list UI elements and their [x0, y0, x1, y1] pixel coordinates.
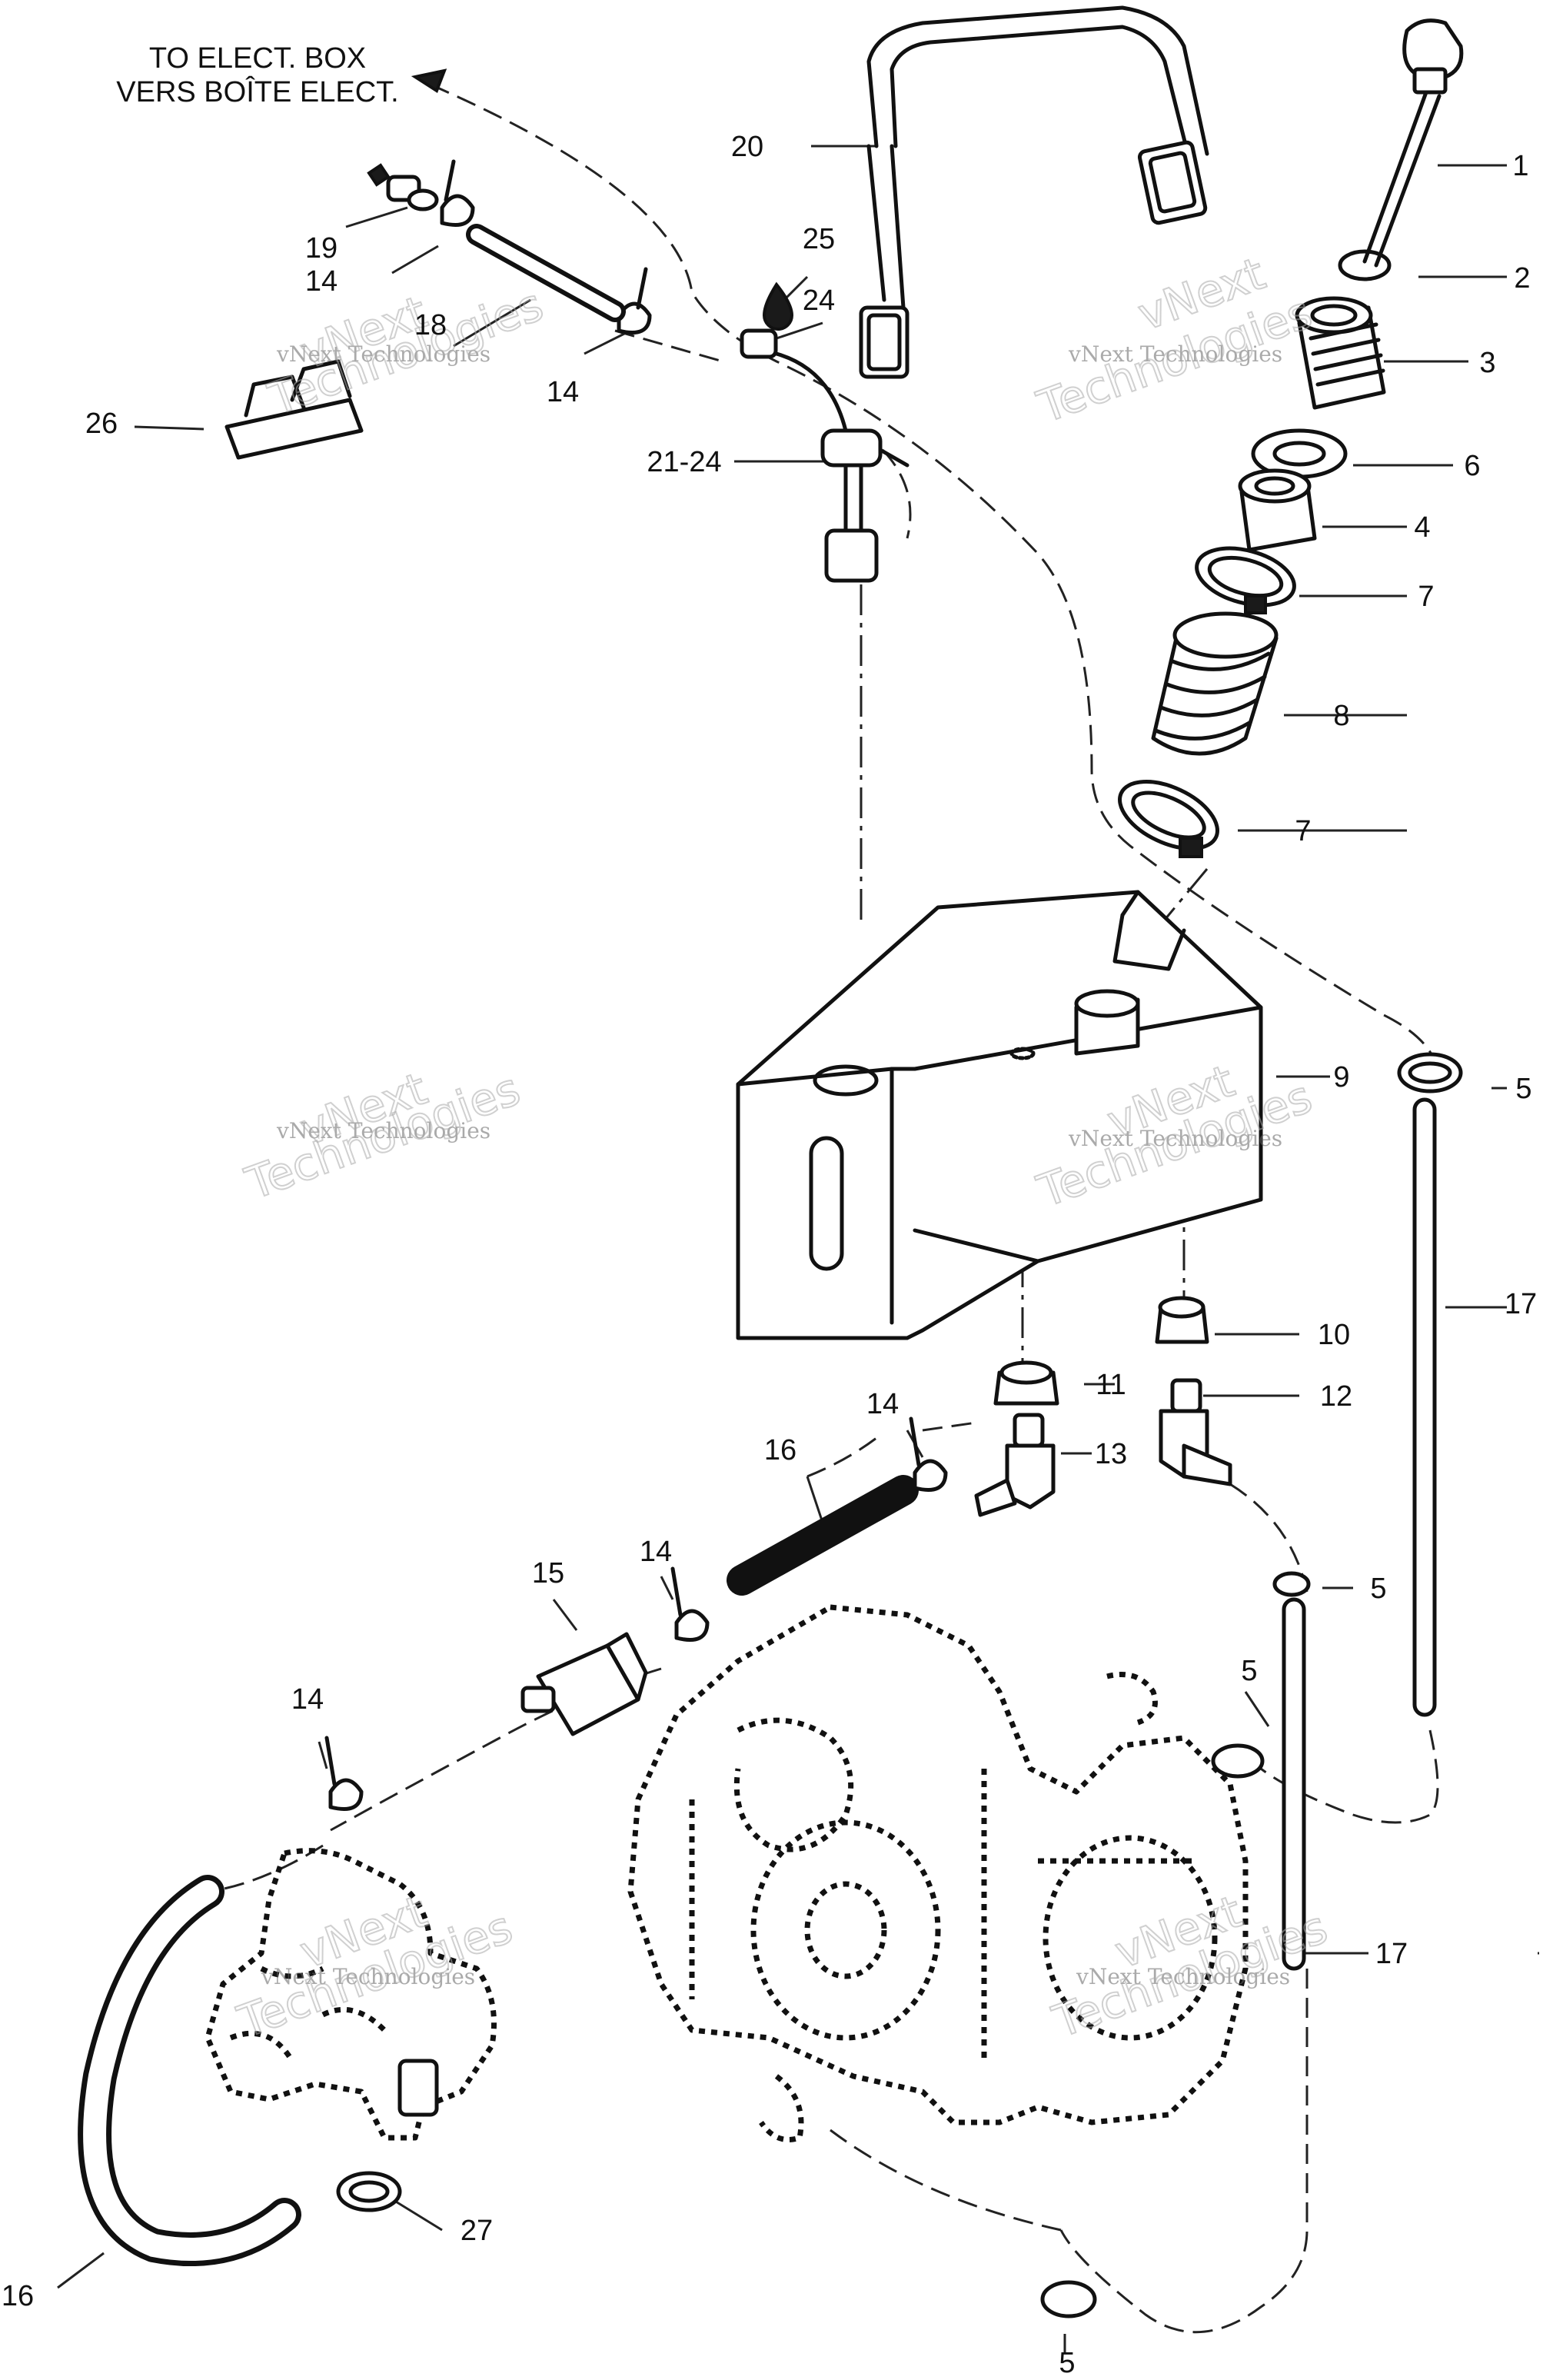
hose-clamp-27 — [336, 2171, 402, 2212]
callout-numbers: 1 2 3 4 5 5 5 5 6 7 7 8 9 10 11 12 13 14… — [2, 131, 1537, 2379]
inline-filter — [520, 1632, 648, 1736]
callout-26: 26 — [85, 408, 118, 440]
callout-11: 11 — [1096, 1369, 1126, 1401]
callout-17-b: 17 — [1375, 1938, 1408, 1970]
grommet-10 — [1155, 1296, 1209, 1344]
grommet-11 — [993, 1360, 1059, 1406]
callout-16-b: 16 — [2, 2280, 34, 2312]
nut — [1238, 468, 1317, 552]
oil-hose-lower — [78, 1875, 301, 2266]
oil-drop-icon — [762, 281, 794, 331]
callout-leaders — [57, 145, 1539, 2353]
watermark-name: vNext Technologies — [1076, 1964, 1290, 1989]
oil-level-sensor — [740, 328, 910, 583]
callout-15: 15 — [532, 1557, 564, 1589]
callout-18: 18 — [414, 309, 447, 341]
callout-14-e: 14 — [291, 1683, 324, 1716]
callout-5-c: 5 — [1241, 1655, 1257, 1687]
note-line-1: TO ELECT. BOX — [149, 42, 366, 75]
oil-hose-upper — [727, 1475, 919, 1596]
oil-pump-outline — [205, 1848, 497, 2141]
elbow-fitting-13 — [974, 1413, 1056, 1517]
callout-6: 6 — [1464, 450, 1480, 482]
callout-9: 9 — [1333, 1061, 1349, 1093]
watermark-name: vNext Technologies — [276, 1118, 491, 1143]
callout-20: 20 — [731, 131, 763, 163]
mounting-bracket — [224, 359, 364, 460]
elbow-fitting-12 — [1159, 1378, 1232, 1486]
arrow-to-elect-box — [411, 68, 447, 94]
callout-19: 19 — [305, 232, 338, 265]
watermark-name: vNext Technologies — [261, 1964, 475, 1989]
callout-8: 8 — [1333, 700, 1349, 732]
callout-14-b: 14 — [547, 376, 579, 408]
watermark-name: vNext Technologies — [276, 341, 491, 367]
oil-tank — [736, 890, 1263, 1340]
watermark-name: vNext Technologies — [1068, 1126, 1282, 1151]
callout-25: 25 — [803, 223, 835, 255]
callout-5-a: 5 — [1515, 1073, 1531, 1105]
callout-13: 13 — [1095, 1438, 1127, 1470]
callout-5-d: 5 — [1059, 2347, 1075, 2379]
callout-4: 4 — [1414, 511, 1430, 544]
elect-box-note: TO ELECT. BOX VERS BOÎTE ELECT. — [116, 42, 398, 108]
callout-14-c: 14 — [866, 1388, 899, 1420]
callout-7-a: 7 — [1418, 581, 1434, 613]
tie-clamps — [324, 159, 948, 1811]
callout-10: 10 — [1318, 1319, 1350, 1351]
watermark-name: vNext Technologies — [1068, 341, 1282, 367]
callout-27: 27 — [461, 2215, 493, 2247]
bellows-coupling — [1151, 611, 1279, 756]
callout-16-a: 16 — [764, 1434, 796, 1466]
callout-1: 1 — [1512, 150, 1528, 182]
handle-strap — [859, 5, 1209, 379]
callout-3: 3 — [1479, 347, 1495, 379]
hose-clamp-lower — [1118, 780, 1219, 858]
check-valve — [367, 163, 439, 211]
callout-14-a: 14 — [305, 265, 338, 298]
engine-outline — [627, 1604, 1249, 2142]
o-ring — [1338, 249, 1392, 281]
oil-hose-long — [1282, 1097, 1437, 1971]
note-line-2: VERS BOÎTE ELECT. — [116, 75, 398, 108]
filler-neck — [1295, 296, 1386, 410]
callout-14-d: 14 — [640, 1536, 672, 1568]
callout-21-24: 21-24 — [647, 446, 721, 478]
spring-clamps — [1040, 1052, 1463, 2318]
callout-24: 24 — [803, 285, 835, 317]
callout-7-b: 7 — [1295, 815, 1311, 847]
callout-17-a: 17 — [1505, 1288, 1537, 1320]
callout-12: 12 — [1320, 1380, 1352, 1413]
callout-2: 2 — [1514, 262, 1530, 295]
hose-clamp-upper — [1195, 546, 1296, 614]
dipstick — [1362, 18, 1464, 268]
callout-5-b: 5 — [1370, 1573, 1386, 1605]
